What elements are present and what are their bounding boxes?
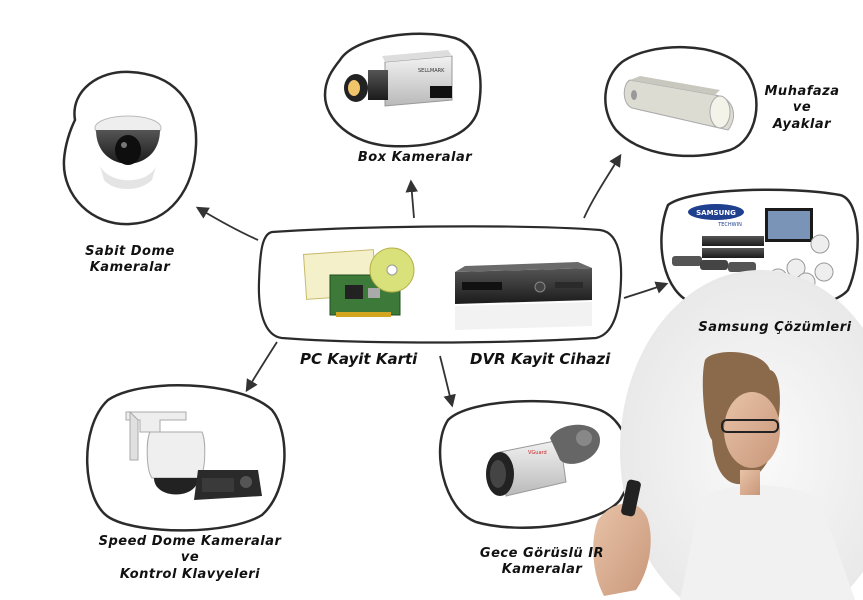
samsung-brand: SAMSUNG: [696, 209, 736, 217]
node-night-vision: VGuard: [438, 399, 632, 529]
label-gece: Gece Görüslü IR Kameralar: [462, 546, 622, 579]
node-sabit-dome: [62, 70, 198, 226]
node-box-camera: SELLMARK: [323, 32, 482, 148]
arrow-to-speed-dome: [245, 341, 278, 393]
samsung-sub: TECHWIN: [717, 222, 742, 228]
label-muhafaza-line1: Muhafaza: [764, 84, 840, 99]
connector-arrows: [195, 153, 669, 408]
label-speed-dome-line1: Speed Dome Kameralar: [98, 534, 282, 549]
label-speed-dome-line3: Kontrol Klavyeleri: [119, 566, 261, 582]
label-muhafaza-line2: ve: [792, 100, 812, 116]
label-sabit-dome: Sabit Dome Kameralar: [60, 244, 200, 277]
center-node: PC Kayit Karti DVR Kayit Cihazi: [257, 225, 623, 368]
vguard-brand: VGuard: [528, 450, 547, 456]
arrow-to-samsung: [623, 281, 669, 299]
speed-dome-image: [125, 410, 262, 500]
label-gece-line1: Gece Görüslü IR: [479, 546, 605, 561]
label-muhafaza-line3: Ayaklar: [772, 116, 832, 132]
label-box-line1: Box Kameralar: [357, 150, 473, 165]
node-samsung: SAMSUNG TECHWIN: [660, 188, 859, 313]
box-camera-brand: SELLMARK: [418, 68, 445, 74]
samsung-products-image: SAMSUNG TECHWIN: [672, 204, 834, 292]
arrow-to-muhafaza: [583, 153, 622, 219]
pc-capture-card-image: [302, 247, 415, 317]
arrow-to-box: [405, 179, 419, 219]
dvr-recorder-image: [455, 262, 592, 330]
label-gece-line2: Kameralar: [501, 562, 583, 578]
label-sabit-dome-line1: Sabit Dome: [85, 244, 175, 259]
arrow-to-sabit-dome: [195, 206, 259, 241]
dvr-label: DVR Kayit Cihazi: [470, 350, 611, 368]
label-speed-dome-line2: ve: [180, 550, 200, 566]
label-samsung: Samsung Çözümleri: [690, 320, 860, 336]
pc-card-label: PC Kayit Karti: [300, 350, 418, 368]
dome-camera-image: [94, 115, 162, 189]
label-samsung-line1: Samsung Çözümleri: [698, 320, 852, 335]
housing-image: [623, 76, 735, 131]
label-muhafaza: Muhafaza ve Ayaklar: [752, 84, 852, 133]
ir-camera-image: VGuard: [486, 424, 600, 497]
box-camera-image: SELLMARK: [344, 50, 453, 107]
label-box: Box Kameralar: [325, 150, 505, 166]
node-housing: [604, 46, 758, 158]
arrow-to-gece: [439, 355, 456, 408]
node-speed-dome: [85, 384, 286, 532]
label-sabit-dome-line2: Kameralar: [89, 260, 171, 276]
label-speed-dome: Speed Dome Kameralar ve Kontrol Klavyele…: [80, 534, 300, 583]
presenter-photo: [593, 270, 863, 600]
